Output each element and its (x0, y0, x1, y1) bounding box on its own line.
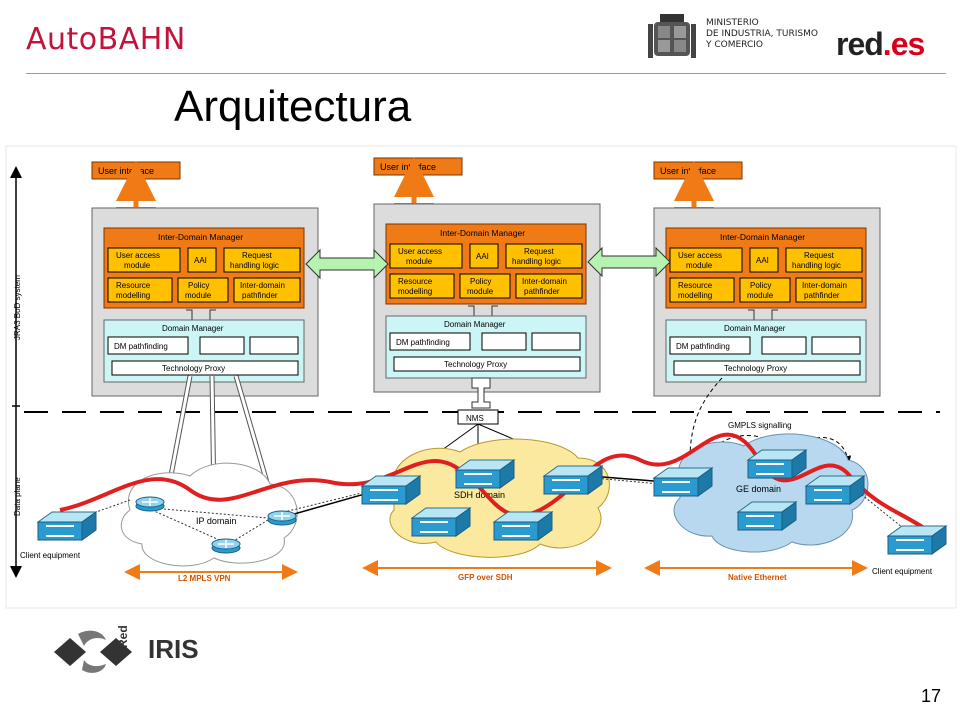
page-title: Arquitectura (174, 82, 412, 131)
brand-title: AutoBAHN (26, 22, 186, 57)
ip-router-icon (135, 496, 165, 512)
domain-manager-label: Domain Manager (162, 324, 224, 333)
ministry-crest-icon (648, 14, 696, 58)
user-access-module-label: module (406, 257, 433, 266)
ip-router-icon (211, 538, 241, 554)
ip-domain-label: IP domain (196, 516, 236, 526)
interdomain-pathfinder-label: pathfinder (524, 287, 560, 296)
rediris-small-label: Red (116, 625, 130, 648)
rediris-logo-icon (54, 630, 132, 673)
user-interface-label: User interface (660, 166, 716, 176)
idm-link-left-arrow (305, 248, 389, 280)
ge-switch-icon (737, 501, 797, 531)
redes-logo-domain: .es (882, 26, 925, 62)
system-axis-label: JRA3 BoD system (13, 275, 22, 340)
aai-label: AAI (476, 252, 489, 261)
header-divider (26, 73, 946, 74)
technology-proxy-label: Technology Proxy (444, 360, 507, 369)
dm-pathfinding-label: DM pathfinding (676, 342, 730, 351)
idm-instance-right: User interface Inter-Domain Manager User… (653, 161, 881, 397)
ministry-line: DE INDUSTRIA, TURISMO (706, 29, 818, 39)
end-to-end-path (59, 432, 938, 538)
inter-domain-manager-label: Inter-Domain Manager (440, 228, 525, 238)
tech-right-label: Native Ethernet (728, 573, 787, 582)
ge-domain-cloud (673, 433, 869, 553)
inter-domain-manager-label: Inter-Domain Manager (720, 232, 805, 242)
ip-router-icon (267, 510, 297, 526)
aai-label: AAI (194, 256, 207, 265)
data-plane-axis-label: Data plane (13, 477, 22, 516)
request-label: Request (524, 247, 555, 256)
sdh-switch-icon (411, 507, 471, 537)
user-access-label: User access (678, 251, 722, 260)
inter-domain-manager-label: Inter-Domain Manager (158, 232, 243, 242)
sdh-switch-icon (455, 459, 515, 489)
domain-manager-label: Domain Manager (444, 320, 506, 329)
user-access-module-label: module (124, 261, 151, 270)
gmpls-label: GMPLS signalling (728, 421, 792, 430)
request-logic-label: handling logic (792, 261, 841, 270)
redes-logo-main: red (836, 26, 884, 62)
technology-proxy-label: Technology Proxy (724, 364, 787, 373)
client-equipment-left-label: Client equipment (20, 551, 81, 560)
ge-domain-label: GE domain (736, 484, 781, 494)
ministry-name: MINISTERIO DE INDUSTRIA, TURISMO Y COMER… (706, 18, 818, 51)
nms-label: NMS (466, 414, 484, 423)
client-switch-left-icon (37, 511, 97, 541)
policy-module-label: module (185, 291, 212, 300)
dm-pathfinding-label: DM pathfinding (396, 338, 450, 347)
domain-manager-label: Domain Manager (724, 324, 786, 333)
sdh-domain-label: SDH domain (454, 490, 505, 500)
user-access-label: User access (398, 247, 442, 256)
client-switch-right-icon (887, 525, 947, 555)
client-equipment-right-label: Client equipment (872, 567, 933, 576)
page-number: 17 (921, 686, 942, 706)
sdh-switch-icon (493, 511, 553, 541)
architecture-diagram: JRA3 BoD system Data plane User interfac… (5, 145, 957, 609)
request-label: Request (804, 251, 835, 260)
idm-link-right-arrow (587, 246, 671, 278)
interdomain-label: Inter-domain (240, 281, 285, 290)
resource-label: Resource (398, 277, 433, 286)
policy-label: Policy (188, 281, 209, 290)
idm-instance-left: User interface Inter-Domain Manager User… (91, 161, 319, 397)
policy-module-label: module (467, 287, 494, 296)
user-interface-label: User interface (380, 162, 436, 172)
request-label: Request (242, 251, 273, 260)
request-logic-label: handling logic (512, 257, 561, 266)
ge-switch-icon (653, 467, 713, 497)
interdomain-label: Inter-domain (522, 277, 567, 286)
user-access-label: User access (116, 251, 160, 260)
ge-switch-icon (747, 449, 807, 479)
technology-proxy-label: Technology Proxy (162, 364, 225, 373)
sdh-switch-icon (361, 475, 421, 505)
policy-module-label: module (747, 291, 774, 300)
dm-pathfinding-label: DM pathfinding (114, 342, 168, 351)
policy-label: Policy (470, 277, 491, 286)
interdomain-pathfinder-label: pathfinder (804, 291, 840, 300)
idm-instance-center: User interface Inter-Domain Manager User… (373, 157, 601, 393)
request-logic-label: handling logic (230, 261, 279, 270)
resource-modelling-label: modelling (116, 291, 150, 300)
user-access-module-label: module (686, 261, 713, 270)
ge-switch-icon (805, 475, 865, 505)
sdh-switch-icon (543, 465, 603, 495)
resource-label: Resource (678, 281, 713, 290)
ministry-line: Y COMERCIO (706, 40, 764, 50)
interdomain-label: Inter-domain (802, 281, 847, 290)
resource-modelling-label: modelling (678, 291, 712, 300)
resource-label: Resource (116, 281, 151, 290)
aai-label: AAI (756, 256, 769, 265)
ip-domain-cloud (120, 462, 298, 567)
interdomain-pathfinder-label: pathfinder (242, 291, 278, 300)
user-interface-label: User interface (98, 166, 154, 176)
tech-middle-label: GFP over SDH (458, 573, 513, 582)
resource-modelling-label: modelling (398, 287, 432, 296)
tech-left-label: L2 MPLS VPN (178, 574, 231, 583)
ministry-line: MINISTERIO (706, 18, 759, 28)
redes-logo: red.es (836, 26, 925, 63)
policy-label: Policy (750, 281, 771, 290)
rediris-label: IRIS (148, 634, 199, 664)
